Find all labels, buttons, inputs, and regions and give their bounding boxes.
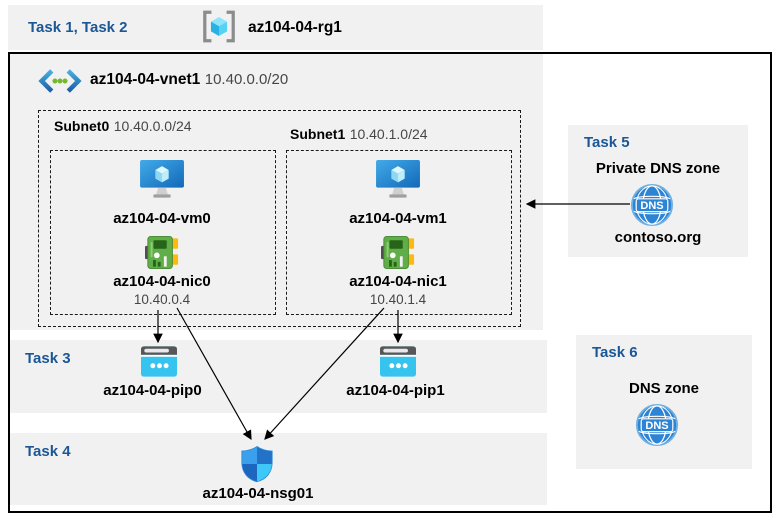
nsg-icon xyxy=(241,445,273,483)
vnet-name: az104-04-vnet1 xyxy=(90,71,201,88)
dns-icon-text: DNS xyxy=(645,420,668,432)
task3-band xyxy=(10,340,547,413)
nic1-ip: 10.40.1.4 xyxy=(369,292,427,307)
task4-band xyxy=(10,433,547,505)
vnet-icon xyxy=(38,68,82,94)
nic1-name: az104-04-nic1 xyxy=(349,273,447,290)
dns-zone-icon: DNS xyxy=(635,403,679,447)
vnet-cidr: 10.40.0.0/20 xyxy=(204,71,289,88)
vm1-name: az104-04-vm1 xyxy=(349,210,447,227)
private-dns-zone-title: Private DNS zone xyxy=(595,160,721,177)
subnet0-cidr: 10.40.0.0/24 xyxy=(113,118,192,134)
subnet0-label: Subnet0 10.40.0.0/24 xyxy=(54,118,192,136)
subnet1-cidr: 10.40.1.0/24 xyxy=(349,126,428,142)
task12-band: Task 1, Task 2 az104-04-rg1 xyxy=(8,5,543,50)
nic0-ip: 10.40.0.4 xyxy=(133,292,191,307)
pip0-icon xyxy=(141,346,177,377)
private-dns-icon: DNS xyxy=(630,183,674,227)
pip0-name: az104-04-pip0 xyxy=(103,382,202,399)
nic0-icon xyxy=(145,234,179,271)
subnet1-name: Subnet1 xyxy=(290,126,346,142)
task5-box: Task 5 Private DNS zone DNS contoso.org xyxy=(568,125,748,257)
subnet1-label: Subnet1 10.40.1.0/24 xyxy=(290,126,428,144)
task6-box: Task 6 DNS zone DNS xyxy=(576,335,752,469)
nic0-name: az104-04-nic0 xyxy=(113,273,211,290)
subnet0-box xyxy=(50,150,276,315)
subnet1-box xyxy=(286,150,512,315)
subnet0-name: Subnet0 xyxy=(54,118,110,134)
dns-zone-title: DNS zone xyxy=(628,380,699,397)
resource-group-icon xyxy=(201,10,237,43)
nic1-icon xyxy=(381,234,415,271)
outer-border-box xyxy=(8,52,772,513)
resource-group-name: az104-04-rg1 xyxy=(248,19,342,36)
vm1-icon xyxy=(375,159,421,201)
task4-label: Task 4 xyxy=(25,443,71,460)
dns-icon-text: DNS xyxy=(640,200,663,212)
vnet-area xyxy=(10,54,543,330)
task3-label: Task 3 xyxy=(25,350,71,367)
pip1-name: az104-04-pip1 xyxy=(346,382,445,399)
task5-label: Task 5 xyxy=(584,134,630,151)
task12-label: Task 1, Task 2 xyxy=(28,19,128,36)
vnet-label: az104-04-vnet1 10.40.0.0/20 xyxy=(90,71,288,89)
task6-label: Task 6 xyxy=(592,344,638,361)
nsg-name: az104-04-nsg01 xyxy=(202,485,314,502)
pip1-icon xyxy=(380,346,416,377)
private-dns-zone-name: contoso.org xyxy=(614,229,702,246)
vm0-name: az104-04-vm0 xyxy=(113,210,211,227)
vm0-icon xyxy=(139,159,185,201)
